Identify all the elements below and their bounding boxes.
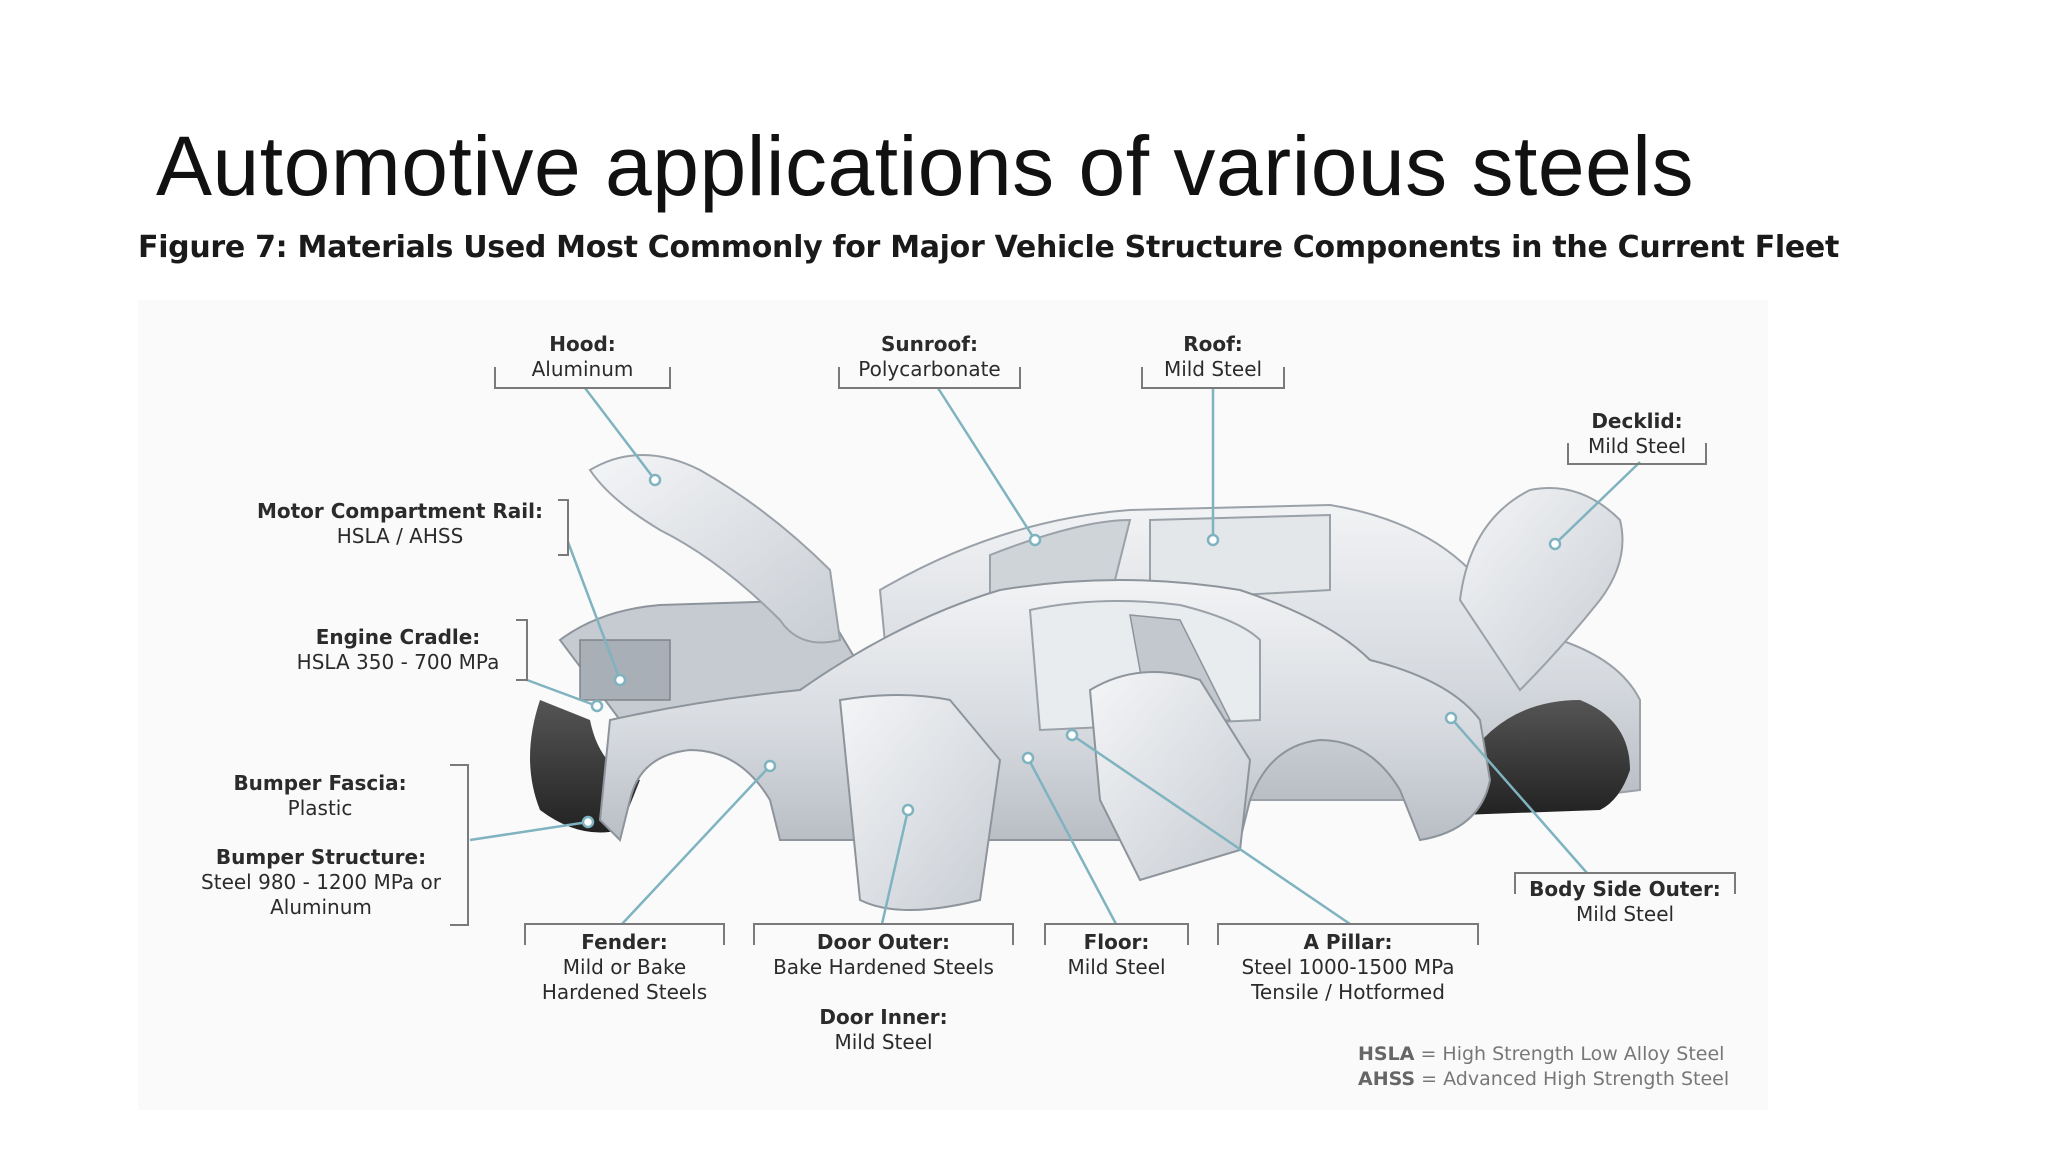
label-body-side-outer-name: Body Side Outer: [1529,877,1721,901]
label-body-side-outer-value: Mild Steel [1575,902,1675,926]
label-bumper-fascia-value: Plastic [287,796,353,820]
leader-lines [469,387,1641,926]
label-door-outer-name: Door Outer: [816,930,951,954]
label-roof-name: Roof: [1183,332,1243,356]
legend-hsla-abbr: HSLA [1358,1043,1415,1065]
label-fender-value-2: Hardened Steels [541,980,708,1004]
label-decklid-value: Mild Steel [1587,434,1687,458]
label-door-inner-value: Mild Steel [834,1030,933,1054]
label-a-pillar: A Pillar: Steel 1000-1500 MPa Tensile / … [1218,930,1478,1005]
rear-bumper [1460,700,1630,815]
label-door-inner-name: Door Inner: [819,1005,948,1029]
label-door-inner: Door Inner: Mild Steel [754,1005,1013,1055]
label-sunroof-value: Polycarbonate [858,357,1001,381]
label-engine-cradle: Engine Cradle: HSLA 350 - 700 MPa [280,625,516,675]
label-fender: Fender: Mild or Bake Hardened Steels [525,930,724,1005]
label-bumper-fascia-name: Bumper Fascia: [233,771,407,795]
label-engine-cradle-value: HSLA 350 - 700 MPa [296,650,500,674]
abbreviation-legend: HSLA = High Strength Low Alloy Steel AHS… [1358,1042,1729,1092]
label-sunroof-name: Sunroof: [881,332,978,356]
label-roof-value: Mild Steel [1163,357,1263,381]
label-fender-name: Fender: [581,930,668,954]
legend-hsla: HSLA = High Strength Low Alloy Steel [1358,1042,1729,1067]
label-roof: Roof: Mild Steel [1142,332,1284,382]
front-door-panel [838,694,1002,911]
label-door-outer: Door Outer: Bake Hardened Steels [754,930,1013,980]
label-a-pillar-value-1: Steel 1000-1500 MPa [1241,955,1455,979]
label-bumper-structure: Bumper Structure: Steel 980 - 1200 MPa o… [180,845,462,920]
label-floor-value: Mild Steel [1067,955,1166,979]
slide-title: Automotive applications of various steel… [156,119,1694,213]
label-motor-compartment-rail: Motor Compartment Rail: HSLA / AHSS [250,499,550,549]
label-hood-value: Aluminum [531,357,634,381]
label-hood: Hood: Aluminum [495,332,670,382]
label-a-pillar-name: A Pillar: [1303,930,1393,954]
label-hood-name: Hood: [549,332,616,356]
label-brackets [450,367,1736,945]
label-motor-rail-name: Motor Compartment Rail: [256,499,544,523]
legend-ahss: AHSS = Advanced High Strength Steel [1358,1067,1729,1092]
figure-caption: Figure 7: Materials Used Most Commonly f… [138,230,1840,265]
decklid-panel [1458,487,1624,692]
label-door-outer-value: Bake Hardened Steels [773,955,994,979]
label-motor-rail-value: HSLA / AHSS [336,524,464,548]
label-decklid: Decklid: Mild Steel [1568,409,1706,459]
legend-ahss-abbr: AHSS [1358,1068,1416,1090]
hood-panel [588,454,842,644]
label-floor-name: Floor: [1083,930,1150,954]
label-floor: Floor: Mild Steel [1045,930,1188,980]
label-a-pillar-value-2: Tensile / Hotformed [1251,980,1445,1004]
legend-hsla-text: = High Strength Low Alloy Steel [1414,1043,1725,1065]
legend-ahss-text: = Advanced High Strength Steel [1415,1068,1730,1090]
label-body-side-outer: Body Side Outer: Mild Steel [1515,877,1735,927]
leader-dots [581,473,1562,829]
label-fender-value-1: Mild or Bake [562,955,687,979]
label-bumper-fascia: Bumper Fascia: Plastic [220,771,420,821]
label-bumper-structure-value-2: Aluminum [270,895,372,919]
label-sunroof: Sunroof: Polycarbonate [839,332,1020,382]
label-engine-cradle-name: Engine Cradle: [315,625,481,649]
label-bumper-structure-name: Bumper Structure: [215,845,427,869]
label-bumper-structure-value-1: Steel 980 - 1200 MPa or [201,870,441,894]
label-decklid-name: Decklid: [1591,409,1683,433]
